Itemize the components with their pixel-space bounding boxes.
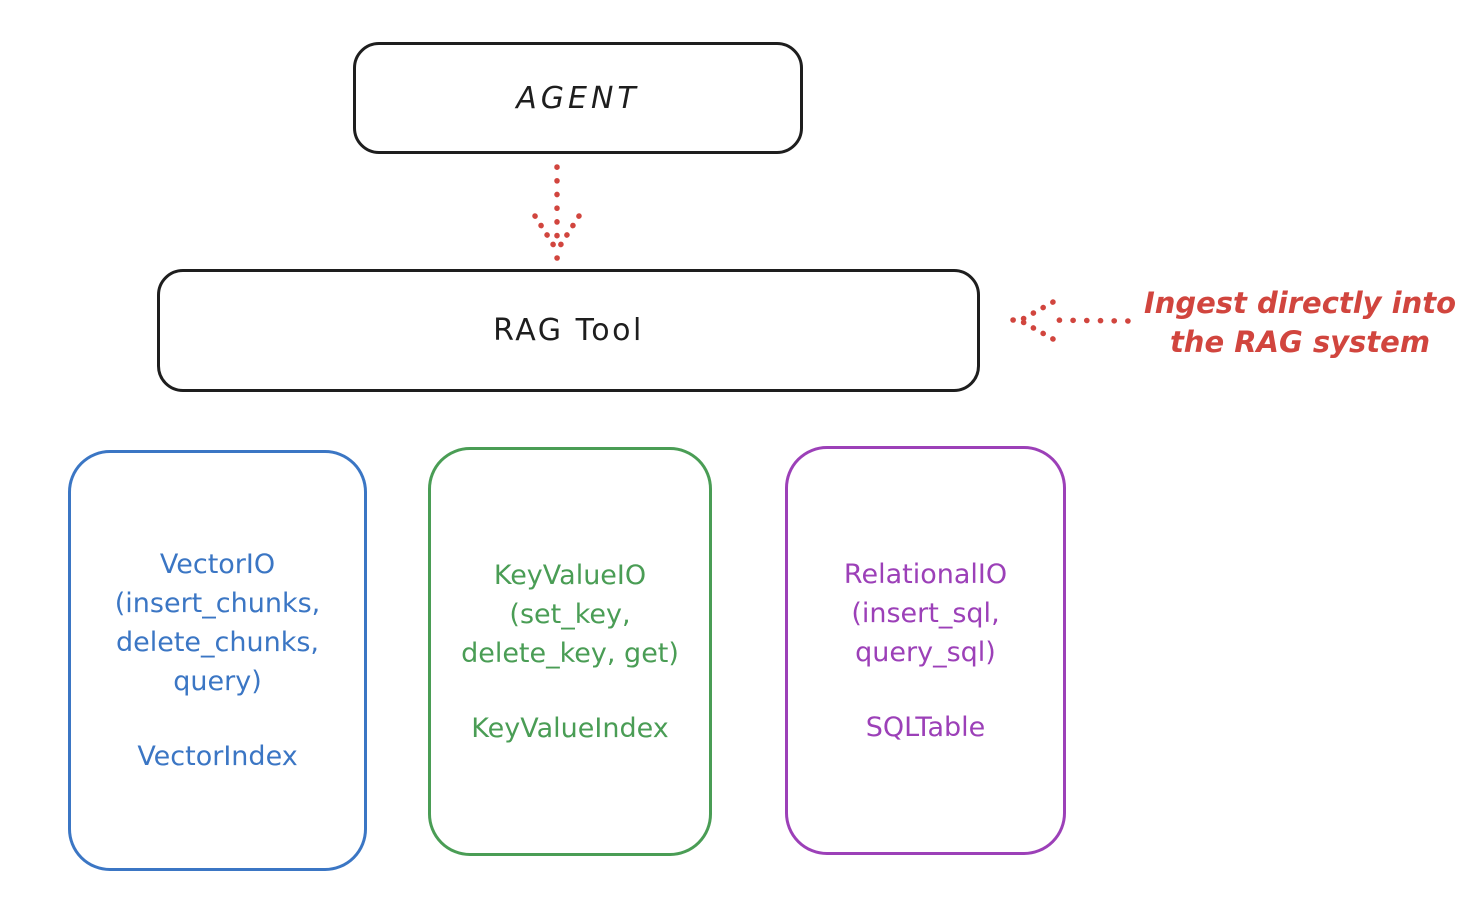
text-line: (set_key, (509, 598, 631, 630)
vector-index-label: VectorIndex (137, 741, 298, 772)
annotation-ingest: Ingest directly into the RAG system (1135, 284, 1465, 362)
agent-box-label: AGENT (516, 80, 640, 116)
text-line: VectorIO (159, 549, 276, 580)
text-line: (insert_chunks, (114, 588, 321, 619)
text-line: RelationalIO (843, 558, 1008, 590)
text-line: delete_chunks, (115, 627, 319, 658)
text-line: KeyValueIO (493, 559, 647, 591)
rag-tool-box-label: RAG Tool (493, 313, 644, 348)
text-line: the RAG system (1169, 325, 1431, 359)
dotted-down-arrow (532, 164, 582, 261)
agent-box: AGENT (353, 42, 803, 154)
keyvalue-index-label: KeyValueIndex (471, 712, 669, 744)
vector-io-functions: VectorIO (insert_chunks, delete_chunks,que… (115, 545, 320, 701)
sql-table-label: SQLTable (865, 711, 986, 743)
text-line: (insert_sql, (851, 597, 1000, 629)
text-line: query_sql) (855, 636, 996, 668)
relational-io-functions: RelationalIO (insert_sql, query_sql) (844, 555, 1007, 672)
rag-tool-box: RAG Tool (157, 269, 980, 392)
text-line: Ingest directly into (1143, 286, 1457, 320)
keyvalue-io-functions: KeyValueIO (set_key, delete_key, get) (461, 556, 679, 673)
vector-io-box: VectorIO (insert_chunks, delete_chunks,que… (68, 450, 367, 871)
dotted-left-arrow (1010, 299, 1131, 342)
relational-io-box: RelationalIO (insert_sql, query_sql) SQLTa… (785, 446, 1066, 855)
text-line: delete_key, get) (461, 637, 679, 669)
text-line: query) (173, 666, 262, 697)
keyvalue-io-box: KeyValueIO (set_key, delete_key, get) KeyV… (428, 447, 712, 856)
